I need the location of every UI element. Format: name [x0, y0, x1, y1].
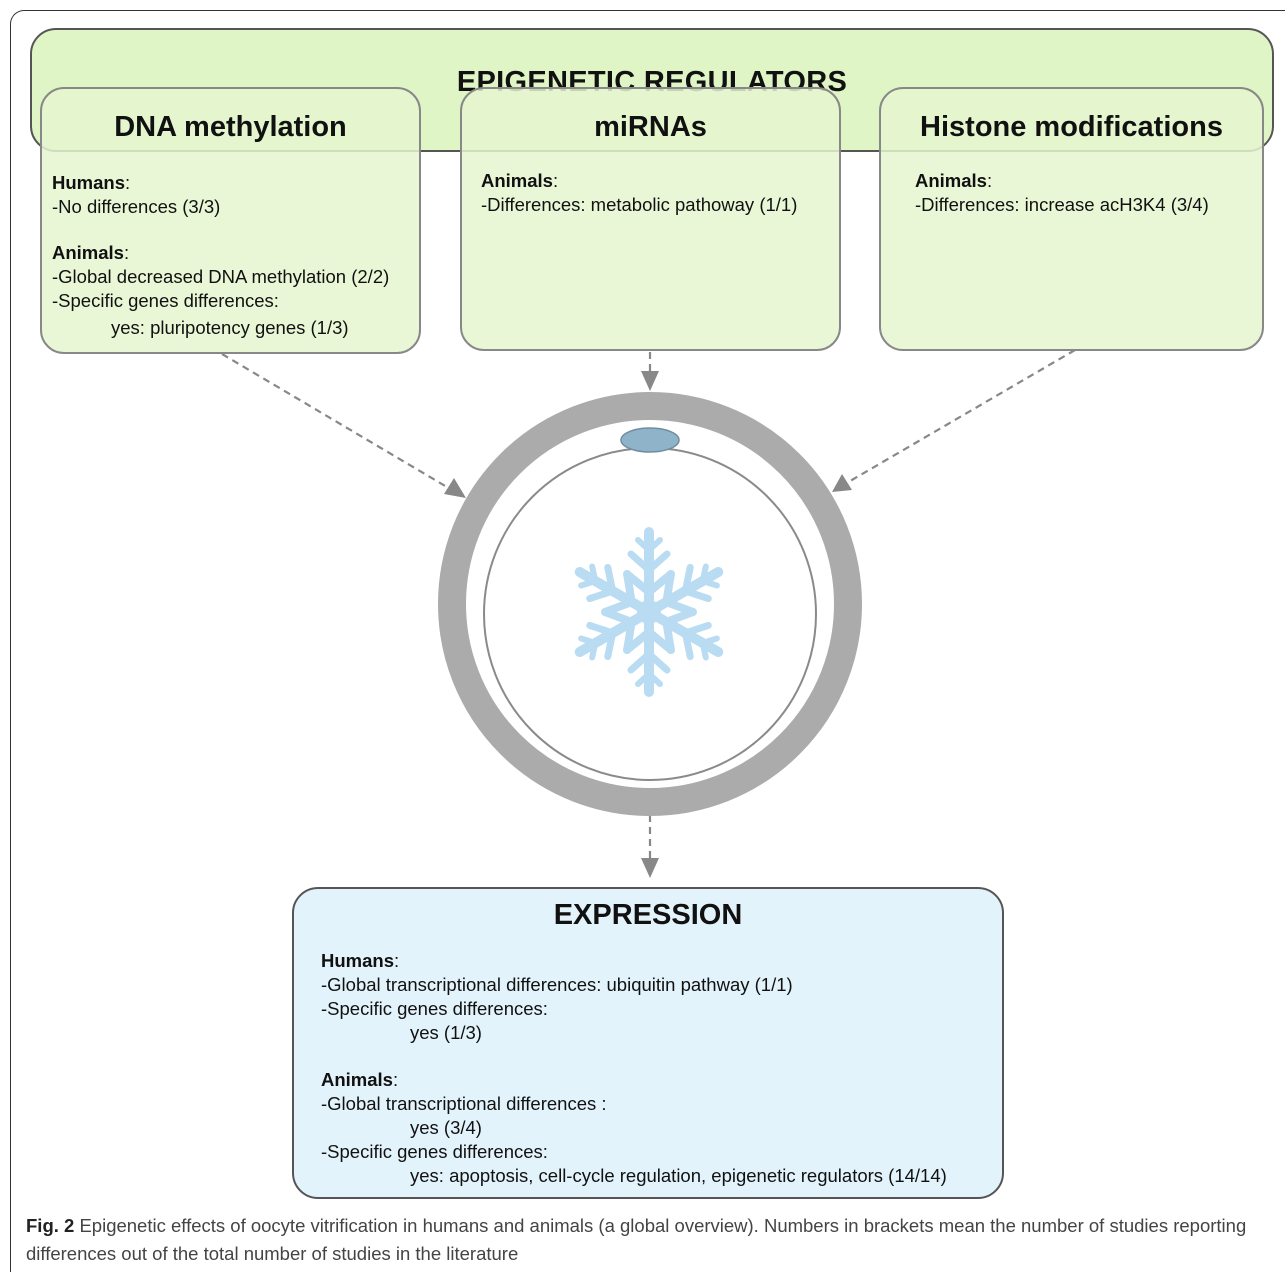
arrow-mirnas-to-oocyte	[641, 352, 659, 391]
dna-animals-heading: Animals:	[52, 242, 130, 263]
dna-animals-line-3: yes: pluripotency genes (1/3)	[111, 317, 349, 338]
histone-animals-line: -Differences: increase acH3K4 (3/4)	[915, 194, 1209, 215]
expression-title: EXPRESSION	[553, 899, 743, 931]
dna-methylation-box: DNA methylation Humans: -No differences …	[40, 87, 421, 354]
mirnas-box: miRNAs Animals: -Differences: metabolic …	[460, 87, 841, 351]
histone-modifications-box: Histone modifications Animals: -Differen…	[879, 87, 1264, 351]
expression-humans-line-2: -Specific genes differences:	[321, 998, 548, 1019]
expression-animals-line-4: yes: apoptosis, cell-cycle regulation, e…	[410, 1165, 947, 1186]
expression-humans-line-3: yes (1/3)	[410, 1022, 482, 1043]
histone-modifications-title: Histone modifications	[920, 111, 1223, 143]
dna-humans-heading: Humans:	[52, 172, 131, 193]
expression-animals-line-1: -Global transcriptional differences :	[321, 1093, 607, 1114]
expression-humans-line-1: -Global transcriptional differences: ubi…	[321, 974, 793, 995]
mirnas-animals-heading: Animals:	[481, 170, 559, 191]
snowflake-icon	[569, 532, 730, 692]
arrow-dna-to-oocyte	[221, 353, 466, 498]
expression-box: EXPRESSION Humans: -Global transcription…	[292, 887, 1004, 1199]
expression-humans-heading: Humans:	[321, 950, 400, 971]
caption-text: Epigenetic effects of oocyte vitrificati…	[26, 1215, 1247, 1264]
dna-humans-line: -No differences (3/3)	[52, 196, 221, 217]
caption-label: Fig. 2	[26, 1215, 75, 1236]
figure-caption: Fig. 2 Epigenetic effects of oocyte vitr…	[26, 1212, 1266, 1268]
dna-methylation-title: DNA methylation	[114, 111, 347, 143]
dna-animals-line-2: -Specific genes differences:	[52, 290, 279, 311]
dna-animals-line-1: -Global decreased DNA methylation (2/2)	[52, 266, 390, 287]
expression-animals-line-3: -Specific genes differences:	[321, 1141, 548, 1162]
polar-body	[620, 427, 680, 453]
arrow-histone-to-oocyte	[832, 349, 1076, 492]
figure-frame	[10, 10, 1285, 1272]
mirnas-title: miRNAs	[594, 111, 707, 143]
expression-animals-heading: Animals:	[321, 1069, 399, 1090]
arrow-oocyte-to-expression	[641, 815, 659, 878]
expression-animals-line-2: yes (3/4)	[410, 1117, 482, 1138]
histone-animals-heading: Animals:	[915, 170, 993, 191]
mirnas-animals-line: -Differences: metabolic pathoway (1/1)	[481, 194, 798, 215]
zona-pellucida-ring	[438, 392, 862, 816]
